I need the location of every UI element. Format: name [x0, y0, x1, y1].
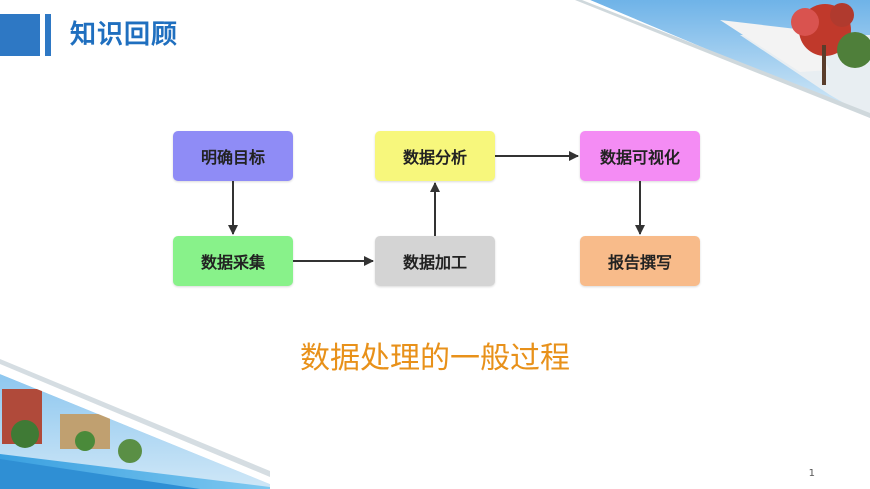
- flow-box-goal: 明确目标: [173, 131, 293, 181]
- flow-box-label: 报告撰写: [607, 253, 672, 272]
- flow-box-process: 数据加工: [375, 236, 495, 286]
- page-title: 知识回顾: [70, 20, 179, 50]
- flow-box-label: 数据可视化: [599, 148, 680, 167]
- flow-box-label: 明确目标: [200, 148, 265, 167]
- campus-photo-top-right: [570, 0, 870, 125]
- flow-box-collect: 数据采集: [173, 236, 293, 286]
- flow-box-label: 数据分析: [402, 148, 467, 167]
- flow-box-analyze: 数据分析: [375, 131, 495, 181]
- flow-box-label: 数据加工: [402, 253, 467, 272]
- header-accent-bar: [0, 14, 40, 56]
- flow-box-label: 数据采集: [200, 253, 265, 272]
- header-accent-stripe: [45, 14, 51, 56]
- flow-box-visual: 数据可视化: [580, 131, 700, 181]
- page-number: 1: [808, 468, 815, 479]
- flow-box-report: 报告撰写: [580, 236, 700, 286]
- diagram-caption: 数据处理的一般过程: [300, 341, 570, 376]
- campus-photo-bottom-left: [0, 359, 270, 489]
